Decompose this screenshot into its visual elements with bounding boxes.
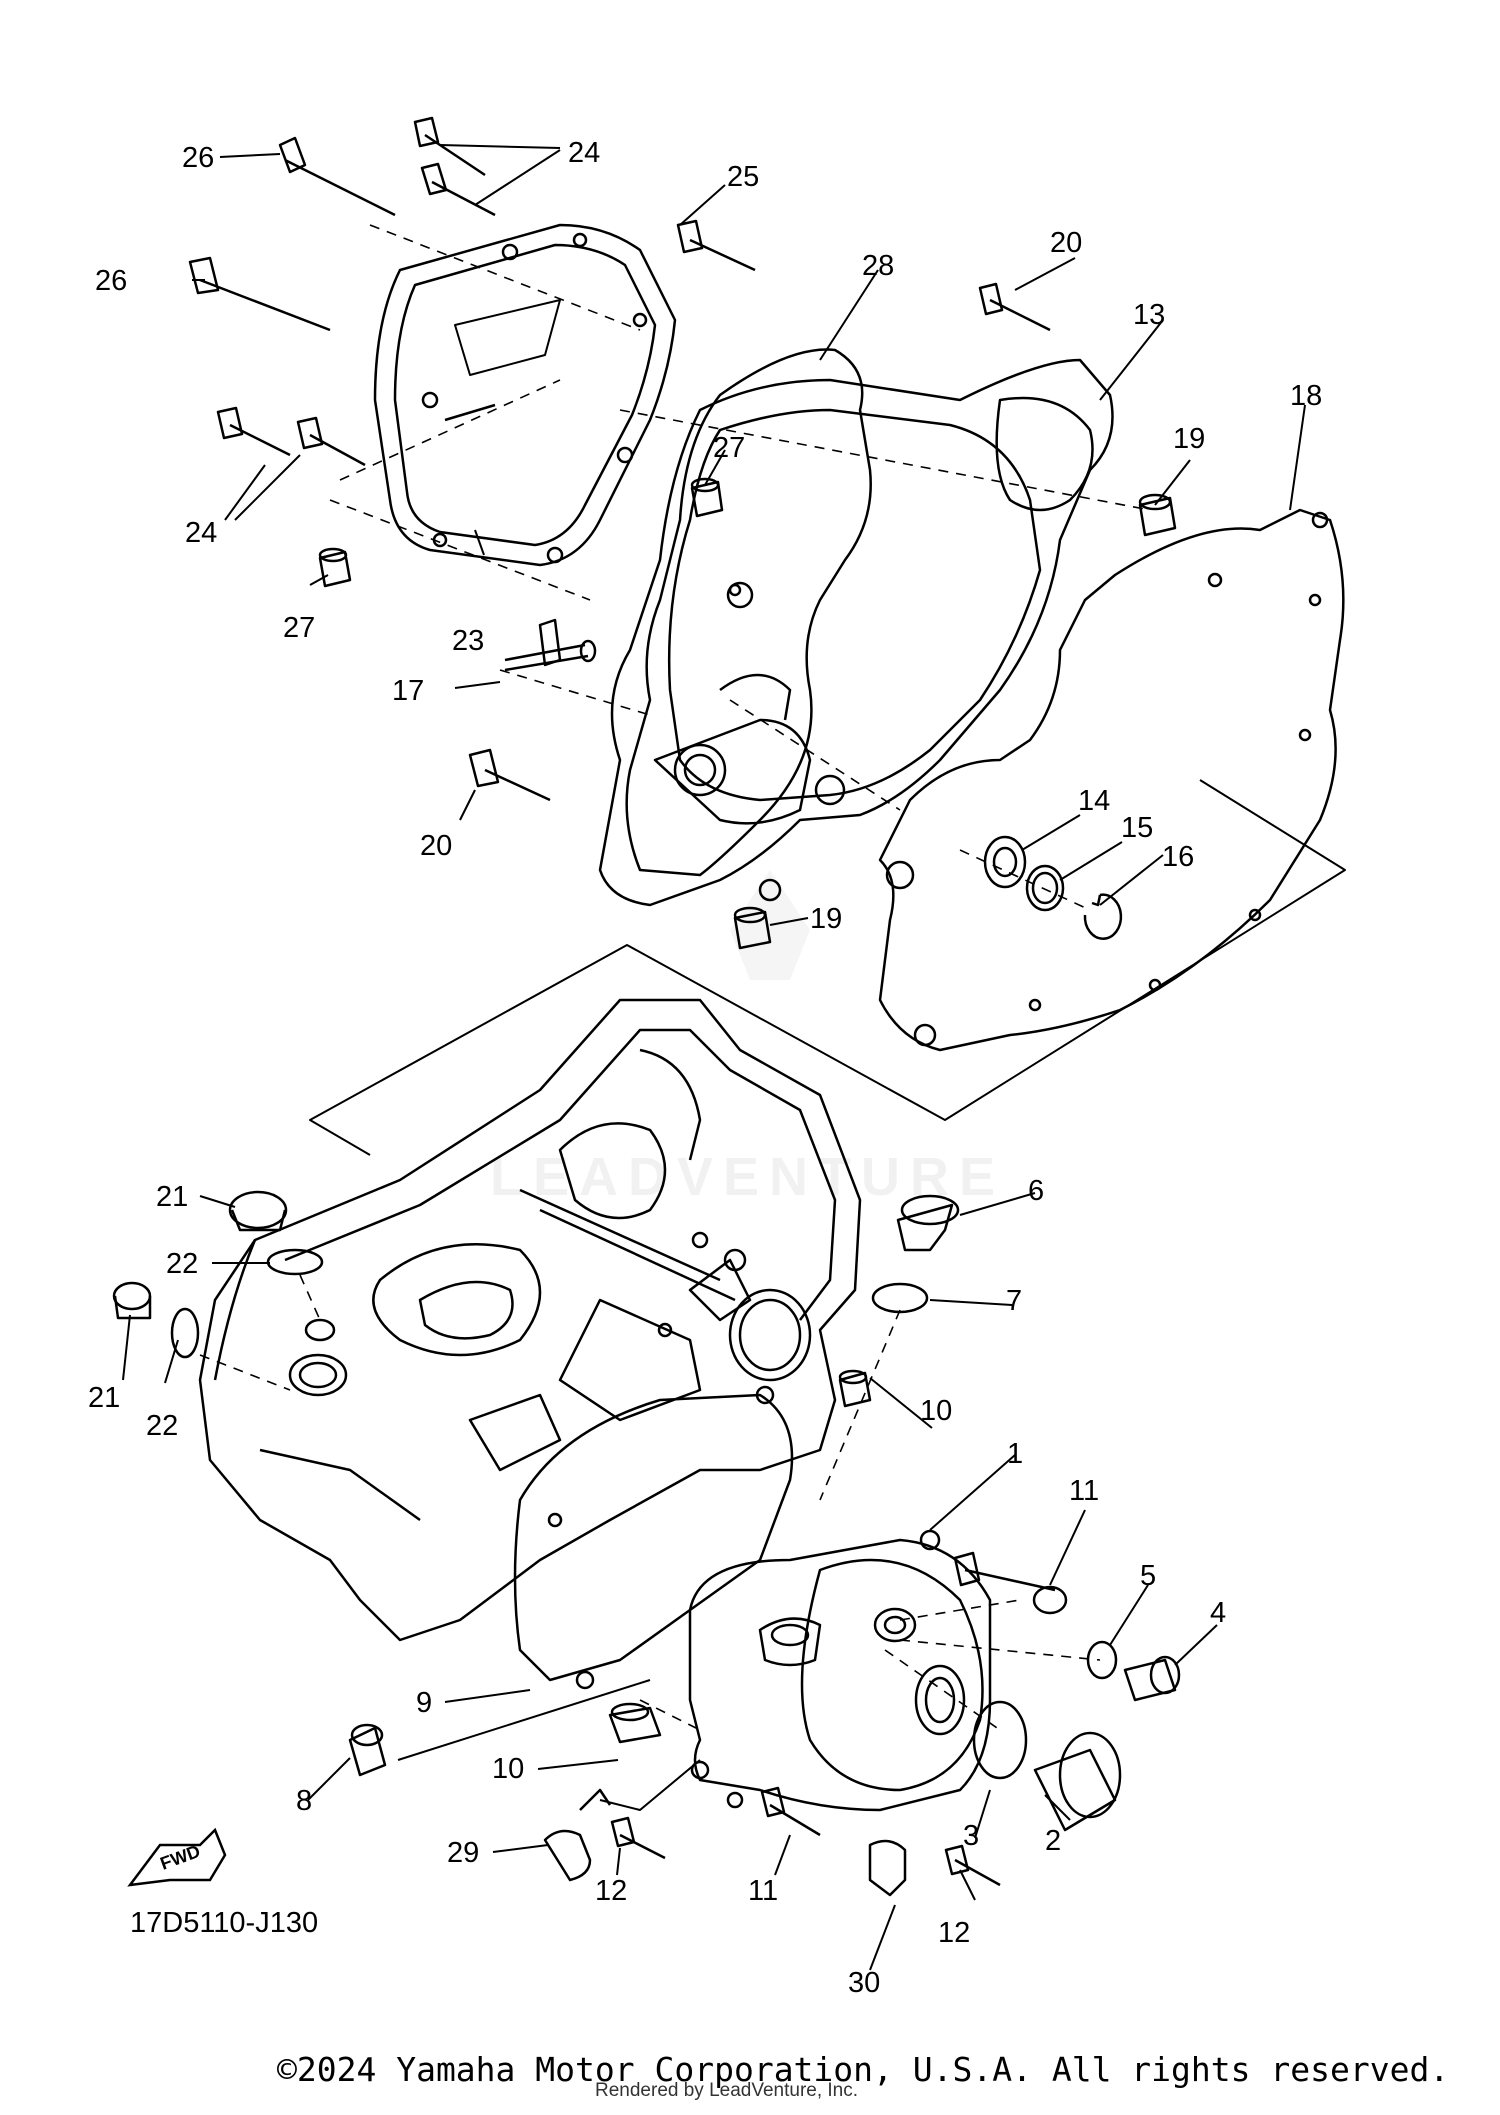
copyright-notice: ©2024 Yamaha Motor Corporation, U.S.A. A… — [277, 2050, 1450, 2089]
callout-11-lower: 11 — [748, 1875, 778, 1907]
callout-6: 6 — [1028, 1175, 1044, 1207]
callout-8: 8 — [296, 1785, 312, 1817]
callout-12-right: 12 — [938, 1917, 970, 1949]
callout-19-lower: 19 — [810, 903, 842, 935]
crankcase-assembly — [112, 998, 1181, 1897]
callout-18: 18 — [1290, 380, 1322, 412]
callout-21-lower: 21 — [88, 1382, 120, 1414]
callout-14: 14 — [1078, 785, 1110, 817]
forward-direction-badge: FWD — [127, 1827, 227, 1887]
callout-22-upper: 22 — [166, 1248, 198, 1280]
callout-28: 28 — [862, 250, 894, 282]
callout-12-left: 12 — [595, 1875, 627, 1907]
callout-9: 9 — [416, 1687, 432, 1719]
callout-20-lower: 20 — [420, 830, 452, 862]
callout-15: 15 — [1121, 812, 1153, 844]
callout-25: 25 — [727, 161, 759, 193]
leadventure-watermark: LEADVENTURE — [490, 870, 995, 1207]
callout-26-lower: 26 — [95, 265, 127, 297]
clutch-cover-assembly — [188, 116, 1346, 1156]
callout-24-lower: 24 — [185, 517, 217, 549]
callout-5: 5 — [1140, 1560, 1156, 1592]
callout-17: 17 — [392, 675, 424, 707]
callout-27-left: 27 — [283, 612, 315, 644]
callout-19-upper: 19 — [1173, 423, 1205, 455]
callout-13: 13 — [1133, 299, 1165, 331]
diagram-code: 17D5110-J130 — [130, 1907, 318, 1939]
callout-leader-lines — [122, 144, 1306, 1971]
callout-2: 2 — [1045, 1825, 1061, 1857]
callout-10-upper: 10 — [920, 1395, 952, 1427]
callout-26-upper: 26 — [182, 142, 214, 174]
callout-16: 16 — [1162, 841, 1194, 873]
callout-24-upper: 24 — [568, 137, 600, 169]
callout-10-lower: 10 — [492, 1753, 524, 1785]
callout-7: 7 — [1006, 1285, 1022, 1317]
callout-4: 4 — [1210, 1597, 1226, 1629]
callout-23: 23 — [452, 625, 484, 657]
callout-21-upper: 21 — [156, 1181, 188, 1213]
callout-22-lower: 22 — [146, 1410, 178, 1442]
rendered-by-text: Rendered by LeadVenture, Inc. — [595, 2080, 859, 2101]
callout-29: 29 — [447, 1837, 479, 1869]
callout-20-upper: 20 — [1050, 227, 1082, 259]
callout-27-right: 27 — [713, 432, 745, 464]
callout-30: 30 — [848, 1967, 880, 1999]
callout-11-right: 11 — [1069, 1475, 1099, 1507]
part-callouts: 1 2 3 4 5 6 7 8 9 10 10 11 11 12 12 13 1… — [88, 137, 1322, 1999]
callout-1: 1 — [1007, 1438, 1023, 1470]
callout-3: 3 — [963, 1820, 979, 1852]
